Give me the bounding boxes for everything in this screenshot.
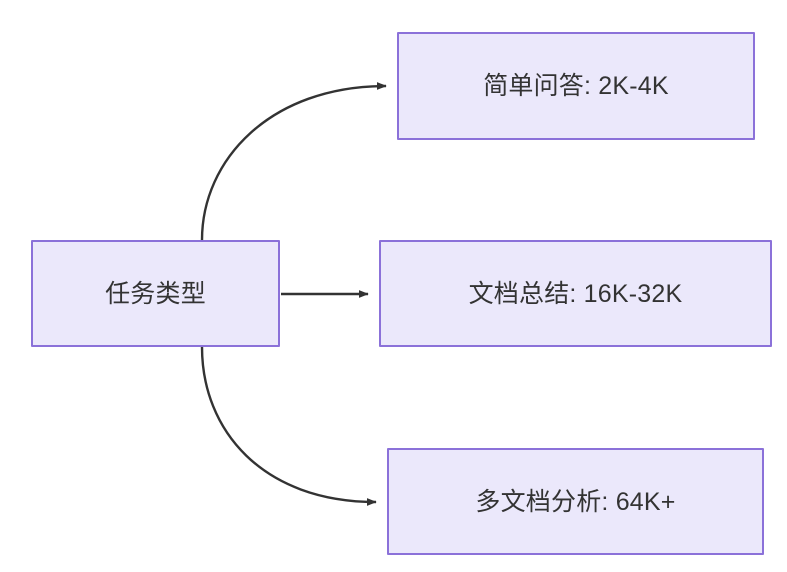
- node-label-simple-qa: 简单问答: 2K-4K: [483, 72, 669, 100]
- node-label-multi-doc-analysis: 多文档分析: 64K+: [475, 487, 676, 516]
- edge-root-simple: [200, 82, 387, 241]
- node-doc-summary[interactable]: 文档总结: 16K-32K: [379, 240, 772, 347]
- node-task-type[interactable]: 任务类型: [31, 240, 280, 347]
- node-label-task-type: 任务类型: [105, 279, 206, 308]
- edge-root-multi: [200, 346, 377, 506]
- node-simple-qa[interactable]: 简单问答: 2K-4K: [397, 32, 755, 140]
- node-multi-doc-analysis[interactable]: 多文档分析: 64K+: [387, 448, 764, 555]
- node-label-doc-summary: 文档总结: 16K-32K: [468, 279, 683, 308]
